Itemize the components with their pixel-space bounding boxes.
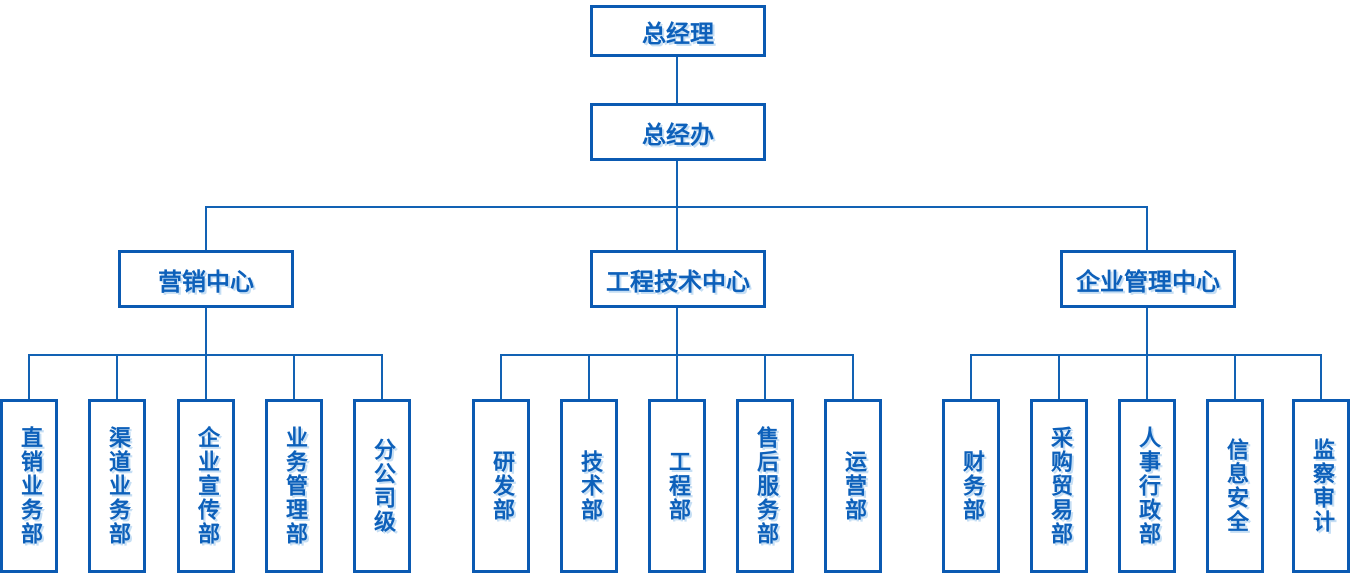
connector-engineering-down: [676, 308, 678, 354]
node-direct-sales-dept[interactable]: 直销业务部: [0, 399, 58, 573]
node-label: 采购贸易部: [1047, 426, 1072, 546]
node-label: 信息安全: [1223, 438, 1248, 534]
connector-stub-marketing: [205, 206, 207, 250]
connector-stub-child: [1058, 354, 1060, 399]
node-finance-dept[interactable]: 财务部: [942, 399, 1000, 573]
connector-stub-child: [1146, 354, 1148, 399]
node-channel-sales-dept[interactable]: 渠道业务部: [88, 399, 146, 573]
connector-stub-engineering: [676, 206, 678, 250]
node-engineering-center[interactable]: 工程技术中心: [590, 250, 766, 308]
node-operations-dept[interactable]: 运营部: [824, 399, 882, 573]
node-engineering-dept[interactable]: 工程部: [648, 399, 706, 573]
node-general-manager-office[interactable]: 总经办: [590, 103, 766, 161]
connector-stub-management: [1146, 206, 1148, 250]
connector-office-down: [676, 161, 678, 206]
node-business-management-dept[interactable]: 业务管理部: [265, 399, 323, 573]
node-label: 渠道业务部: [105, 426, 130, 546]
node-label: 企业宣传部: [194, 426, 219, 546]
node-label: 研发部: [489, 450, 514, 522]
node-label: 总经理: [642, 19, 714, 48]
node-marketing-center[interactable]: 营销中心: [118, 250, 294, 308]
node-label: 营销中心: [158, 267, 254, 296]
connector-root-office: [676, 57, 678, 103]
node-management-center[interactable]: 企业管理中心: [1060, 250, 1236, 308]
node-label: 企业管理中心: [1076, 267, 1220, 296]
node-general-manager[interactable]: 总经理: [590, 5, 766, 57]
node-label: 财务部: [959, 450, 984, 522]
connector-stub-child: [970, 354, 972, 399]
node-hr-admin-dept[interactable]: 人事行政部: [1118, 399, 1176, 573]
node-label: 售后服务部: [753, 426, 778, 546]
connector-marketing-down: [205, 308, 207, 354]
connector-stub-child: [764, 354, 766, 399]
connector-stub-child: [1320, 354, 1322, 399]
connector-stub-child: [1234, 354, 1236, 399]
node-after-sales-service-dept[interactable]: 售后服务部: [736, 399, 794, 573]
node-label: 监察审计: [1309, 438, 1334, 534]
node-label: 直销业务部: [17, 426, 42, 546]
node-label: 分公司级: [370, 438, 395, 534]
node-label: 运营部: [841, 450, 866, 522]
node-label: 工程技术中心: [606, 267, 750, 296]
node-label: 工程部: [665, 450, 690, 522]
node-label: 总经办: [642, 120, 714, 149]
node-technology-dept[interactable]: 技术部: [560, 399, 618, 573]
connector-stub-child: [116, 354, 118, 399]
node-label: 人事行政部: [1135, 426, 1160, 546]
connector-stub-child: [381, 354, 383, 399]
node-rd-dept[interactable]: 研发部: [472, 399, 530, 573]
node-procurement-trade-dept[interactable]: 采购贸易部: [1030, 399, 1088, 573]
connector-stub-child: [676, 354, 678, 399]
connector-stub-child: [588, 354, 590, 399]
connector-management-down: [1146, 308, 1148, 354]
node-corporate-publicity-dept[interactable]: 企业宣传部: [177, 399, 235, 573]
connector-stub-child: [205, 354, 207, 399]
connector-stub-child: [852, 354, 854, 399]
connector-stub-child: [293, 354, 295, 399]
node-branch-company-level[interactable]: 分公司级: [353, 399, 411, 573]
connector-stub-child: [500, 354, 502, 399]
node-label: 技术部: [577, 450, 602, 522]
node-supervision-audit[interactable]: 监察审计: [1292, 399, 1350, 573]
node-info-security[interactable]: 信息安全: [1206, 399, 1264, 573]
connector-stub-child: [28, 354, 30, 399]
node-label: 业务管理部: [282, 426, 307, 546]
